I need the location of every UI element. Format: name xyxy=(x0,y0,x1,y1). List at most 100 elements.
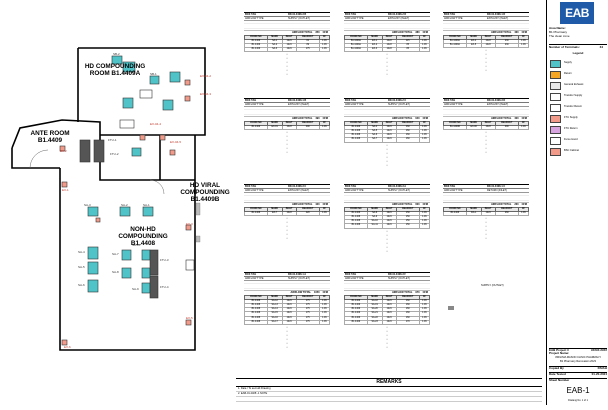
table-cell: 1.06 xyxy=(318,124,331,131)
column-header: ROOM NO xyxy=(443,120,467,126)
box-tag: DD-01.4408-1 D xyxy=(487,13,506,16)
table-cell: B1.4409A xyxy=(344,38,368,45)
table-cell: B1.4408 xyxy=(244,311,268,317)
cfm-label: CFM xyxy=(322,291,328,295)
airflow-total-label: AIRFLOW TOTAL xyxy=(291,117,313,121)
terminals-label-text: Number of Terminals: xyxy=(549,45,580,49)
area-sub: The clean zone xyxy=(549,34,570,38)
project-name-label: Project Name: xyxy=(549,351,570,355)
table-cell: 12x6 xyxy=(381,315,397,321)
table-cell: 230 xyxy=(494,42,519,49)
airflow-type: EXHAUST (INLET) xyxy=(487,17,509,21)
column-header: ROOM NO xyxy=(443,206,467,212)
project-label: EAB Project # xyxy=(549,348,569,352)
column-header: ROOM NO xyxy=(244,120,268,126)
cfm-label: CFM xyxy=(422,31,428,35)
diffuser-sb-1 xyxy=(149,75,160,85)
box-tag: DD-01.4408-1 C xyxy=(487,185,506,188)
airflow-type-label: AIRFLOW TYPE xyxy=(245,277,264,281)
table-cell: 1.06 xyxy=(418,298,431,305)
table-cell: EX-3 xyxy=(366,47,383,53)
table-cell: 12x6 xyxy=(281,311,297,317)
airflow-type: SUPPLY (OUTLET) xyxy=(288,17,310,21)
table-cell: 12x6 xyxy=(381,223,397,229)
schedule-tail: •••••• xyxy=(485,48,487,73)
schedule-band xyxy=(443,107,529,118)
table-cell: 1.06 xyxy=(318,47,331,53)
plan-tag: SA-8 xyxy=(112,270,119,274)
cfm-label: CFM xyxy=(521,31,527,35)
table-cell: 1.06 xyxy=(318,319,331,326)
airflow-total-value: 350 xyxy=(315,31,320,35)
schedule-band xyxy=(244,107,330,118)
column-header: INLET xyxy=(480,34,496,40)
airflow-total-value: 640 xyxy=(415,117,420,121)
airflow-type: SUPPLY (OUTLET) xyxy=(388,189,410,193)
column-header: ROOM NO xyxy=(344,34,368,40)
cfm-label: CFM xyxy=(322,31,328,35)
box-tag: DD-01.4408-1 A xyxy=(288,273,307,276)
plan-tag: SA-10 xyxy=(132,243,141,247)
column-header: INLET xyxy=(381,120,397,126)
airflow-total-label: AIRFLOW TOTAL xyxy=(391,117,413,121)
table-cell: 12x6 xyxy=(381,133,397,139)
airflow-type-label: AIRFLOW TYPE xyxy=(444,17,463,21)
table-cell: 400 xyxy=(494,124,519,131)
airflow-total-value: 1050 xyxy=(314,291,320,295)
column-header: ROOM NO xyxy=(244,206,268,212)
table-cell: 1.06 xyxy=(418,210,431,217)
plan-tag: EX-04-3 xyxy=(200,92,212,96)
legend-item: FTU Return xyxy=(550,126,606,134)
table-cell: 12x6 xyxy=(281,315,297,321)
legend-item: FTU Supply xyxy=(550,115,606,123)
table-cell: B1.4408 xyxy=(344,223,368,229)
table-cell: 1.06 xyxy=(517,38,530,45)
column-header: CF xyxy=(418,120,431,126)
table-cell: 1.06 xyxy=(318,302,331,309)
table-cell: B1.4409A xyxy=(443,38,467,45)
airflow-total-value: 970 xyxy=(415,291,420,295)
table-cell: 1.06 xyxy=(418,302,431,309)
box-tag: DD-01.4408-2 C xyxy=(388,99,407,102)
column-header: ROOM NO xyxy=(244,294,268,300)
schedule-band xyxy=(344,21,430,32)
legend-item: BSC Cabinet xyxy=(550,148,606,156)
column-header: INLET xyxy=(381,34,397,40)
table-cell: 12x6 xyxy=(281,38,297,45)
table-cell: RA-1 xyxy=(465,210,482,217)
legend-label: Transfer Return xyxy=(564,105,583,108)
airflow-total-value: 380 xyxy=(415,31,420,35)
remarks-line: 2. EAB-01.4408 -1 NOTE xyxy=(236,392,542,397)
airflow-total-value: 600 xyxy=(415,203,420,207)
legend-item: Transfer Supply xyxy=(550,93,606,101)
table-cell: 1.06 xyxy=(418,47,431,53)
plan-tag: SB-1 xyxy=(150,72,157,76)
room-label-hd: HD COMPOUNDING ROOM B1.4409A xyxy=(84,63,146,77)
table-cell: B1.4408 xyxy=(344,128,368,135)
table-cell: 12x6 xyxy=(480,210,496,217)
floor-plan-drawing xyxy=(11,47,206,351)
schedule-tail: •••••• xyxy=(386,52,388,77)
cfm-label: CFM xyxy=(322,117,328,121)
legend-swatch xyxy=(550,60,561,68)
